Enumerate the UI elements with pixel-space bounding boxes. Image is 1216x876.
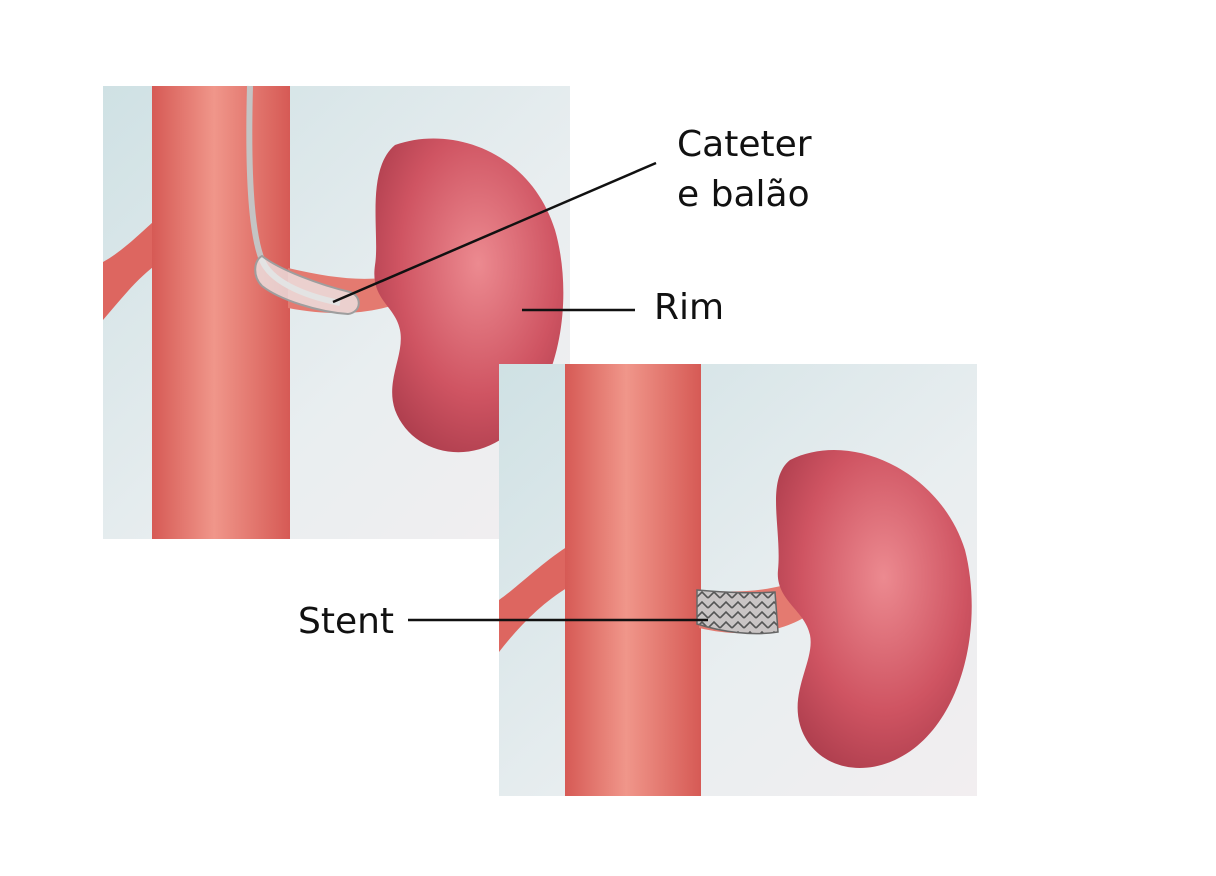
catheter-label-line2: e balão [677,174,810,215]
bottom-aorta [565,364,701,796]
bottom-left-branch-artery [499,545,572,652]
top-left-branch-artery [103,218,160,320]
catheter-leader-line [332,161,657,304]
catheter-balloon-label: Cateter e balão [677,120,812,220]
stent-graphic [696,589,779,635]
bottom-kidney [776,450,972,768]
kidney-label: Rim [654,287,725,328]
catheter-label-line1: Cateter [677,124,812,165]
top-aorta [152,86,290,539]
balloon [254,254,360,316]
stent-label: Stent [298,601,395,642]
bottom-panel [499,364,977,796]
